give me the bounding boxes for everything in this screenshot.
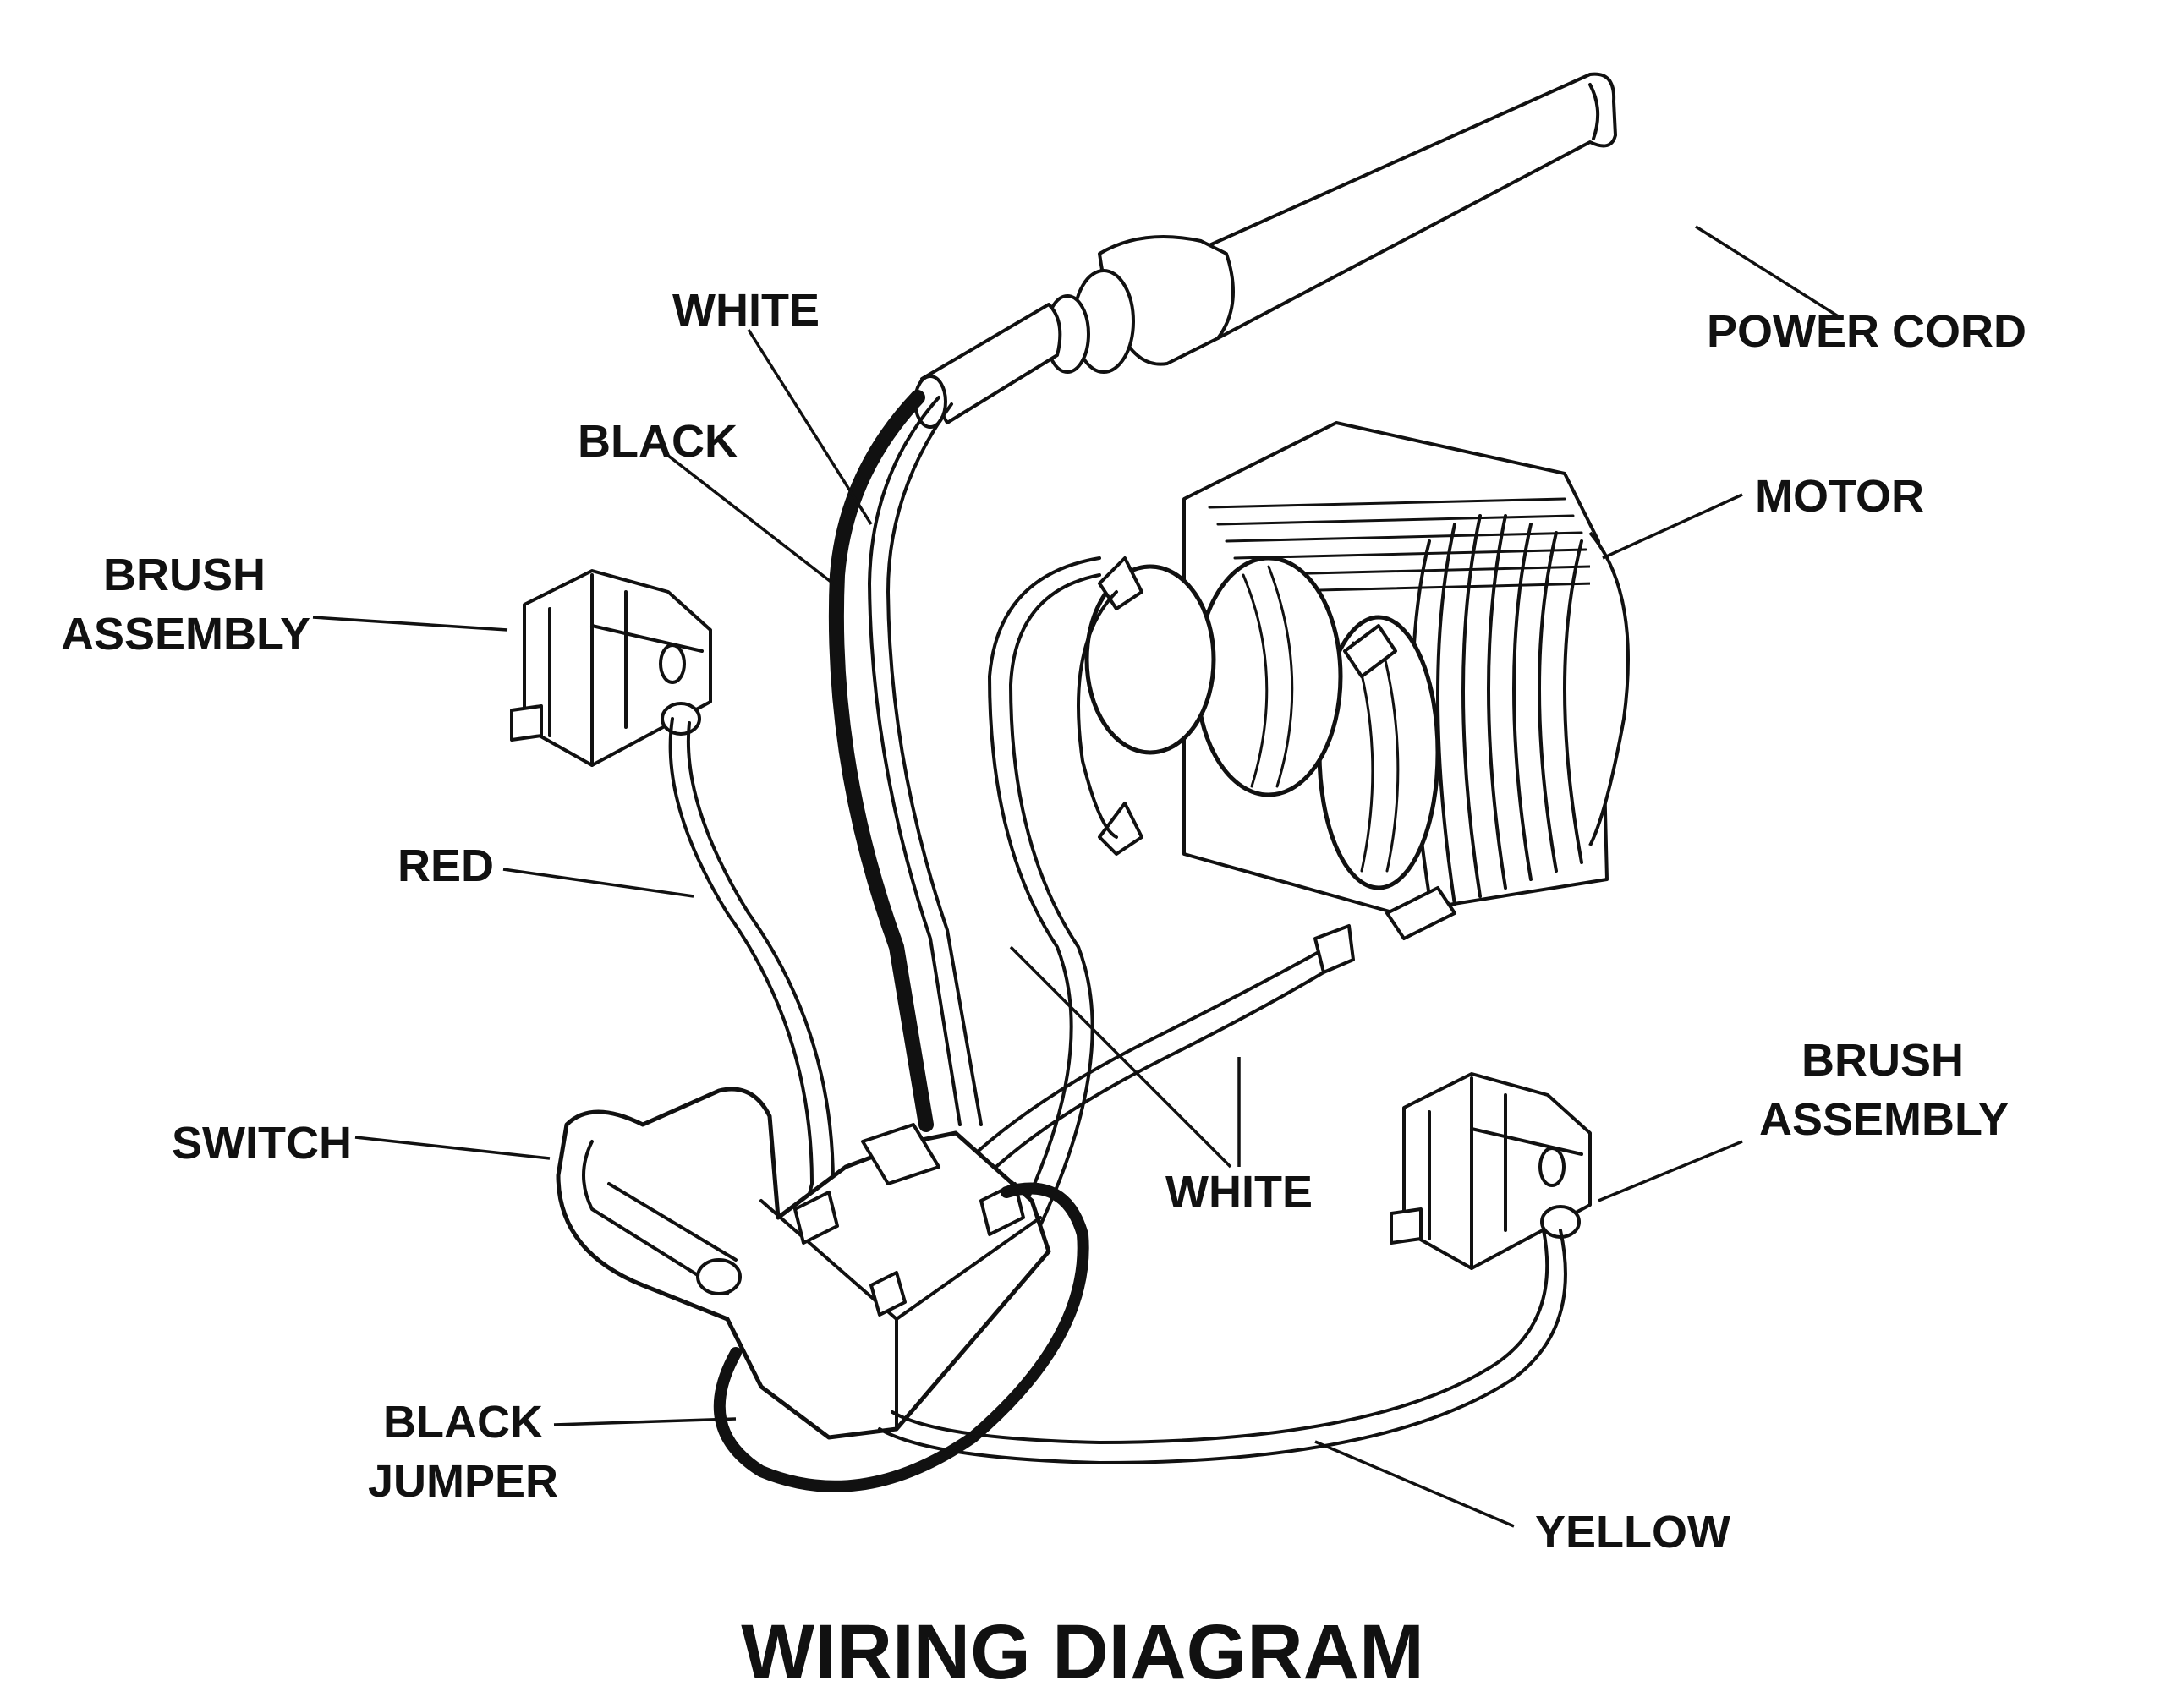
label-black-jumper-line2: JUMPER bbox=[368, 1456, 558, 1507]
label-red: RED bbox=[398, 840, 494, 891]
label-white-top: WHITE bbox=[672, 285, 820, 336]
leader-lines bbox=[312, 225, 1840, 1528]
red-wire bbox=[668, 717, 835, 1202]
label-brush-right-line2: ASSEMBLY bbox=[1759, 1094, 2009, 1145]
label-motor: MOTOR bbox=[1755, 471, 1924, 522]
label-brush-left-line1: BRUSH bbox=[103, 550, 266, 600]
label-brush-left-line2: ASSEMBLY bbox=[61, 609, 310, 660]
label-brush-right-line1: BRUSH bbox=[1801, 1035, 1964, 1086]
white-motor-wire bbox=[903, 556, 1101, 1329]
label-white-mid: WHITE bbox=[1165, 1167, 1313, 1218]
black-jumper-wire bbox=[713, 1182, 1089, 1492]
switch bbox=[556, 1087, 1051, 1440]
power-cord bbox=[913, 72, 1617, 429]
brush-assembly-right bbox=[1390, 1072, 1592, 1270]
motor bbox=[1077, 421, 1630, 940]
supply-wires bbox=[828, 390, 983, 1132]
label-switch: SWITCH bbox=[172, 1118, 352, 1169]
brush-assembly-left bbox=[510, 569, 712, 767]
label-black-jumper-line1: BLACK bbox=[383, 1397, 543, 1448]
labels: WHITE BLACK POWER CORD MOTOR BRUSH ASSEM… bbox=[61, 285, 2026, 1557]
label-black-top: BLACK bbox=[578, 416, 738, 467]
label-power-cord: POWER CORD bbox=[1707, 306, 2026, 357]
yellow-wire bbox=[878, 1229, 1567, 1464]
diagram-title: WIRING DIAGRAM bbox=[741, 1609, 1423, 1695]
label-yellow: YELLOW bbox=[1535, 1507, 1730, 1557]
